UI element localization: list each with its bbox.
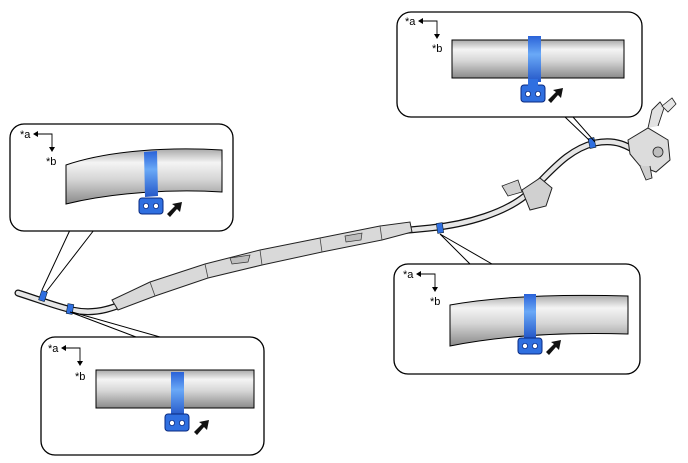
pipe-segment <box>65 148 223 205</box>
mount-bracket <box>521 177 553 211</box>
clamp-band <box>144 151 158 197</box>
axis-direction-icon: *a *b <box>403 269 440 308</box>
clamp-band <box>524 294 536 338</box>
pipe-segment <box>449 294 629 347</box>
pointer-arrow-icon <box>546 340 561 355</box>
clamp-marker-2 <box>65 303 75 315</box>
callout-top-right: *a *b <box>396 11 643 118</box>
pointer-arrow-icon <box>548 88 563 103</box>
clamp-clip-icon <box>164 413 190 432</box>
label-a: *a <box>48 343 59 355</box>
axis-direction-icon: *a *b <box>48 343 85 383</box>
axis-direction-icon: *a *b <box>405 16 442 55</box>
label-b: *b <box>46 156 56 168</box>
pipe-assembly <box>14 97 677 316</box>
connector-fitting <box>627 97 677 181</box>
clamp-clip-icon <box>520 79 546 103</box>
clamp-marker-3 <box>435 222 445 234</box>
clamp-clip-icon <box>138 197 164 215</box>
leader-lines <box>41 116 596 338</box>
label-b: *b <box>75 371 85 383</box>
callout-top-left: *a *b <box>9 123 234 232</box>
clamp-band <box>528 36 541 82</box>
label-a: *a <box>20 129 31 141</box>
pipe-bracket <box>111 221 413 311</box>
label-a: *a <box>405 16 416 28</box>
clamp-clip-icon <box>517 337 543 355</box>
callout-middle-right: *a *b <box>393 263 641 375</box>
pointer-arrow-icon <box>167 202 182 217</box>
clamp-marker-1 <box>38 289 48 303</box>
pointer-arrow-icon <box>194 420 209 435</box>
clamp-band <box>171 372 184 416</box>
label-b: *b <box>430 296 440 308</box>
label-b: *b <box>432 43 442 55</box>
label-a: *a <box>403 269 414 281</box>
callout-bottom-left: *a *b <box>40 336 265 456</box>
axis-direction-icon: *a *b <box>20 129 56 168</box>
